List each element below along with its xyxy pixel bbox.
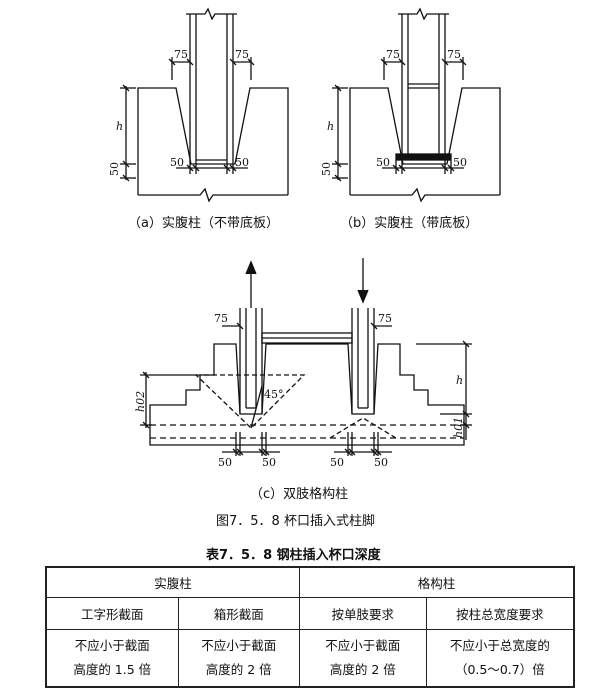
dim-b-75-left: 75 (386, 48, 400, 61)
cell-width-line2: （0.5～0.7）倍 (454, 661, 545, 677)
dim-a-50-vertical: 50 (108, 162, 121, 176)
dim-a-75-left: 75 (174, 48, 188, 61)
cell-i-line1: 不应小于截面 (74, 637, 150, 653)
header-total-width: 按柱总宽度要求 (425, 596, 575, 630)
cell-single-limb: 不应小于截面 高度的 2 倍 (298, 628, 427, 688)
dim-c-50-b: 50 (262, 456, 276, 469)
dim-c-75-left: 75 (214, 312, 228, 325)
dim-a-50-right: 50 (235, 156, 249, 169)
dim-a-50-left: 50 (170, 156, 184, 169)
dim-b-50-right: 50 (453, 156, 467, 169)
dim-b-75-right: 75 (447, 48, 461, 61)
insertion-depth-table: 实腹柱 格构柱 工字形截面 箱形截面 按单肢要求 按柱总宽度要求 不应小于截面 … (45, 566, 575, 688)
header-box-section: 箱形截面 (177, 596, 300, 630)
dim-c-h01: h01 (452, 417, 465, 438)
angle-45: 45° (264, 388, 284, 401)
dim-c-75-right: 75 (378, 312, 392, 325)
caption-a: （a）实腹柱（不带底板） (128, 216, 279, 231)
cell-box-line1: 不应小于截面 (201, 637, 277, 653)
cell-total-width: 不应小于总宽度的 （0.5～0.7）倍 (425, 628, 575, 688)
table-title: 表7．5．8 钢柱插入杯口深度 (206, 548, 381, 563)
cell-box-line2: 高度的 2 倍 (205, 661, 272, 677)
cell-i-section: 不应小于截面 高度的 1.5 倍 (45, 628, 179, 688)
group-lattice: 格构柱 (298, 566, 575, 598)
cell-i-line2: 高度的 1.5 倍 (73, 661, 152, 677)
header-single-limb: 按单肢要求 (298, 596, 427, 630)
cell-limb-line2: 高度的 2 倍 (329, 661, 396, 677)
figure-title: 图7．5．8 杯口插入式柱脚 (216, 514, 375, 529)
panel-b: 75 75 h 50 50 50 (320, 7, 501, 203)
dim-a-h: h (116, 120, 123, 133)
cell-limb-line1: 不应小于截面 (325, 637, 401, 653)
dim-a-75-right: 75 (235, 48, 249, 61)
caption-c: （c）双肢格构柱 (250, 487, 349, 502)
dim-b-50-left: 50 (376, 156, 390, 169)
dim-c-50-d: 50 (374, 456, 388, 469)
dim-c-h02: h02 (134, 391, 147, 412)
caption-b: （b）实腹柱（带底板） (340, 216, 479, 231)
header-i-section: 工字形截面 (45, 596, 179, 630)
dim-b-h: h (327, 120, 334, 133)
panel-a: 75 75 h 50 50 50 (108, 7, 289, 203)
group-solid-web: 实腹柱 (45, 566, 300, 598)
cell-box-section: 不应小于截面 高度的 2 倍 (177, 628, 300, 688)
dim-c-50-c: 50 (330, 456, 344, 469)
panel-c: 45° 75 75 h h01 h02 50 50 (134, 258, 472, 469)
dim-c-50-a: 50 (218, 456, 232, 469)
cell-width-line1: 不应小于总宽度的 (449, 637, 550, 653)
foundation-diagram: 75 75 h 50 50 50 75 75 (108, 7, 501, 469)
dim-c-h: h (456, 374, 463, 387)
dim-b-50-vertical: 50 (320, 162, 333, 176)
